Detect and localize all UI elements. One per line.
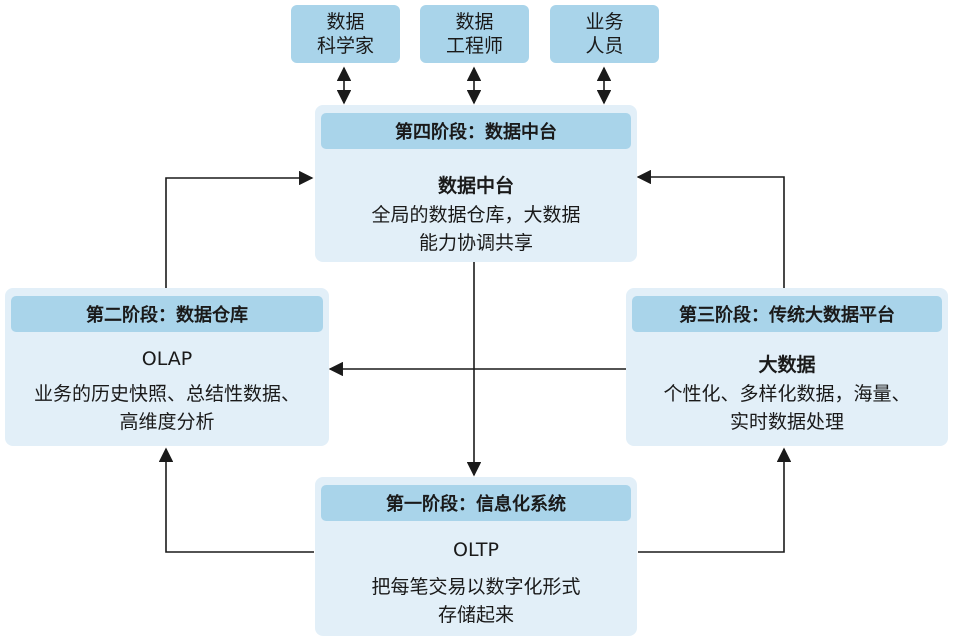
stage4-desc-line: 全局的数据仓库，大数据 [371,204,581,226]
stage4-description: 全局的数据仓库，大数据 能力协调共享 [315,201,637,257]
connector-stage3-to-stage4 [636,169,785,288]
stage1-desc-line: 存储起来 [437,604,514,626]
stage1-description: 把每笔交易以数字化形式 存储起来 [315,573,637,629]
stage4-title: 数据中台 [437,175,514,197]
role-label-line: 人员 [585,35,624,57]
stage2-description: 业务的历史快照、总结性数据、 高维度分析 [5,380,329,436]
stage1-box: 第一阶段：信息化系统 OLTP 把每笔交易以数字化形式 存储起来 [315,477,637,636]
connector-stage2-to-stage4 [165,170,314,288]
stage4-desc-line: 能力协调共享 [418,232,533,254]
stage3-desc-line: 实时数据处理 [729,411,844,433]
stage2-desc-line: 业务的历史快照、总结性数据、 [33,383,300,405]
role-label-line: 工程师 [445,35,503,57]
stage4-box: 第四阶段：数据中台 数据中台 全局的数据仓库，大数据 能力协调共享 [315,105,637,262]
role-label-line: 数据 [326,11,365,33]
connector-stage1-to-stage2 [158,447,314,553]
stage3-header: 第三阶段：传统大数据平台 [632,296,942,332]
stage3-description: 个性化、多样化数据，海量、 实时数据处理 [626,380,948,436]
stage3-box: 第三阶段：传统大数据平台 大数据 个性化、多样化数据，海量、 实时数据处理 [626,288,948,446]
role-label-line: 数据 [455,11,494,33]
role-business-staff: 业务 人员 [550,5,659,63]
stage1-title: OLTP [453,539,499,561]
stage3-title: 大数据 [758,354,816,376]
role-label-line: 科学家 [316,35,374,57]
stage2-header: 第二阶段：数据仓库 [11,296,323,332]
role-data-scientist: 数据 科学家 [291,5,400,63]
stage1-desc-line: 把每笔交易以数字化形式 [371,576,581,598]
stage3-desc-line: 个性化、多样化数据，海量、 [663,383,911,405]
stage2-title: OLAP [141,348,193,370]
connector-stage1-to-stage3 [638,447,792,553]
stage4-header: 第四阶段：数据中台 [321,113,631,149]
role-label-line: 业务 [585,11,624,33]
stage1-header: 第一阶段：信息化系统 [321,485,631,521]
role-data-engineer: 数据 工程师 [420,5,529,63]
stage2-desc-line: 高维度分析 [119,411,215,433]
stage2-box: 第二阶段：数据仓库 OLAP 业务的历史快照、总结性数据、 高维度分析 [5,288,329,446]
